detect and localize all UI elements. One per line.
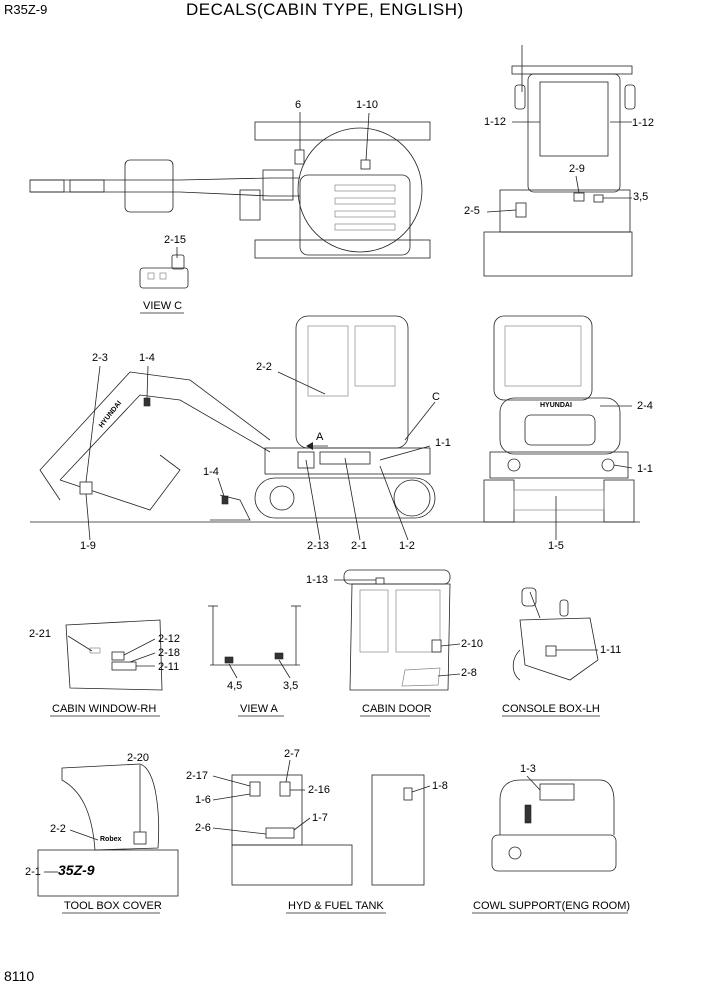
hyd-fuel-tank-sketch	[231, 774, 425, 886]
caption-cabin-window-rh: CABIN WINDOW-RH	[52, 703, 157, 715]
callout-2-2-cabin: 2-2	[256, 361, 272, 373]
callout-2-4: 2-4	[637, 400, 653, 412]
callout-1-8: 1-8	[432, 780, 448, 792]
callout-1-4-arm: 1-4	[139, 352, 155, 364]
callout-2-12: 2-12	[158, 633, 181, 645]
callout-2-9: 2-9	[569, 163, 585, 175]
top-view-excavator	[29, 121, 431, 259]
callout-1-9: 1-9	[80, 540, 96, 552]
page-number: 8110	[4, 968, 35, 984]
view-a-arrow	[306, 442, 328, 450]
leader-lines	[44, 112, 633, 873]
callout-2-1-side: 2-1	[351, 540, 367, 552]
callout-4-5: 4,5	[227, 680, 243, 692]
callout-c: C	[432, 391, 440, 403]
callout-2-18: 2-18	[158, 647, 181, 659]
callout-1-11: 1-11	[600, 644, 622, 656]
decal-brand-rear: HYUNDAI	[540, 402, 572, 409]
callout-2-21: 2-21	[29, 628, 52, 640]
callout-3-5-view-a: 3,5	[283, 680, 299, 692]
callout-2-1-toolbox: 2-1	[25, 866, 41, 878]
cowl-support-sketch	[491, 779, 617, 872]
callout-2-13: 2-13	[307, 540, 330, 552]
callout-a: A	[316, 431, 324, 443]
callout-6: 6	[295, 99, 302, 111]
caption-cowl-support: COWL SUPPORT(ENG ROOM)	[473, 900, 631, 912]
side-view-excavator	[30, 315, 640, 523]
caption-view-a: VIEW A	[240, 703, 278, 715]
page-title: DECALS(CABIN TYPE, ENGLISH)	[186, 0, 464, 19]
callout-1-10: 1-10	[356, 99, 379, 111]
callout-1-12-right: 1-12	[632, 117, 655, 129]
callout-2-8: 2-8	[461, 667, 477, 679]
callout-1-12-left: 1-12	[484, 116, 507, 128]
callout-1-13: 1-13	[306, 574, 329, 586]
view-a-sketch	[208, 605, 301, 666]
model-code: R35Z-9	[4, 2, 48, 17]
callout-2-6: 2-6	[195, 822, 211, 834]
callout-2-7: 2-7	[284, 748, 300, 760]
callout-2-15: 2-15	[164, 234, 187, 246]
rear-view-middle	[483, 315, 635, 523]
callout-1-5: 1-5	[548, 540, 564, 552]
decal-logo-small: Robex	[100, 836, 122, 843]
callout-2-2-toolbox: 2-2	[50, 823, 66, 835]
cabin-window-rh-sketch	[65, 619, 163, 691]
console-box-lh-sketch	[512, 587, 599, 681]
callout-1-1-rear: 1-1	[637, 463, 653, 475]
callout-1-1-side: 1-1	[435, 437, 451, 449]
callout-2-11: 2-11	[158, 661, 180, 673]
callout-1-6: 1-6	[195, 794, 211, 806]
callout-1-3: 1-3	[520, 763, 536, 775]
callout-2-16: 2-16	[308, 784, 331, 796]
callout-2-20: 2-20	[127, 752, 150, 764]
callout-2-17: 2-17	[186, 770, 209, 782]
cabin-door-sketch	[343, 569, 451, 691]
callout-3-5-top: 3,5	[633, 191, 649, 203]
callout-2-3: 2-3	[92, 352, 108, 364]
callout-1-7: 1-7	[312, 812, 328, 824]
caption-console-box-lh: CONSOLE BOX-LH	[502, 703, 600, 715]
callout-2-5: 2-5	[464, 205, 480, 217]
view-c-sketch	[139, 254, 189, 289]
caption-hyd-fuel-tank: HYD & FUEL TANK	[288, 900, 384, 912]
caption-tool-box-cover: TOOL BOX COVER	[64, 900, 162, 912]
caption-cabin-door: CABIN DOOR	[362, 703, 432, 715]
caption-view-c: VIEW C	[143, 300, 183, 312]
callout-2-10: 2-10	[461, 638, 484, 650]
rear-view-top	[483, 45, 636, 277]
callout-1-4-dozer: 1-4	[203, 466, 219, 478]
callout-1-2: 1-2	[399, 540, 415, 552]
decal-model-mark: 35Z-9	[58, 862, 95, 878]
